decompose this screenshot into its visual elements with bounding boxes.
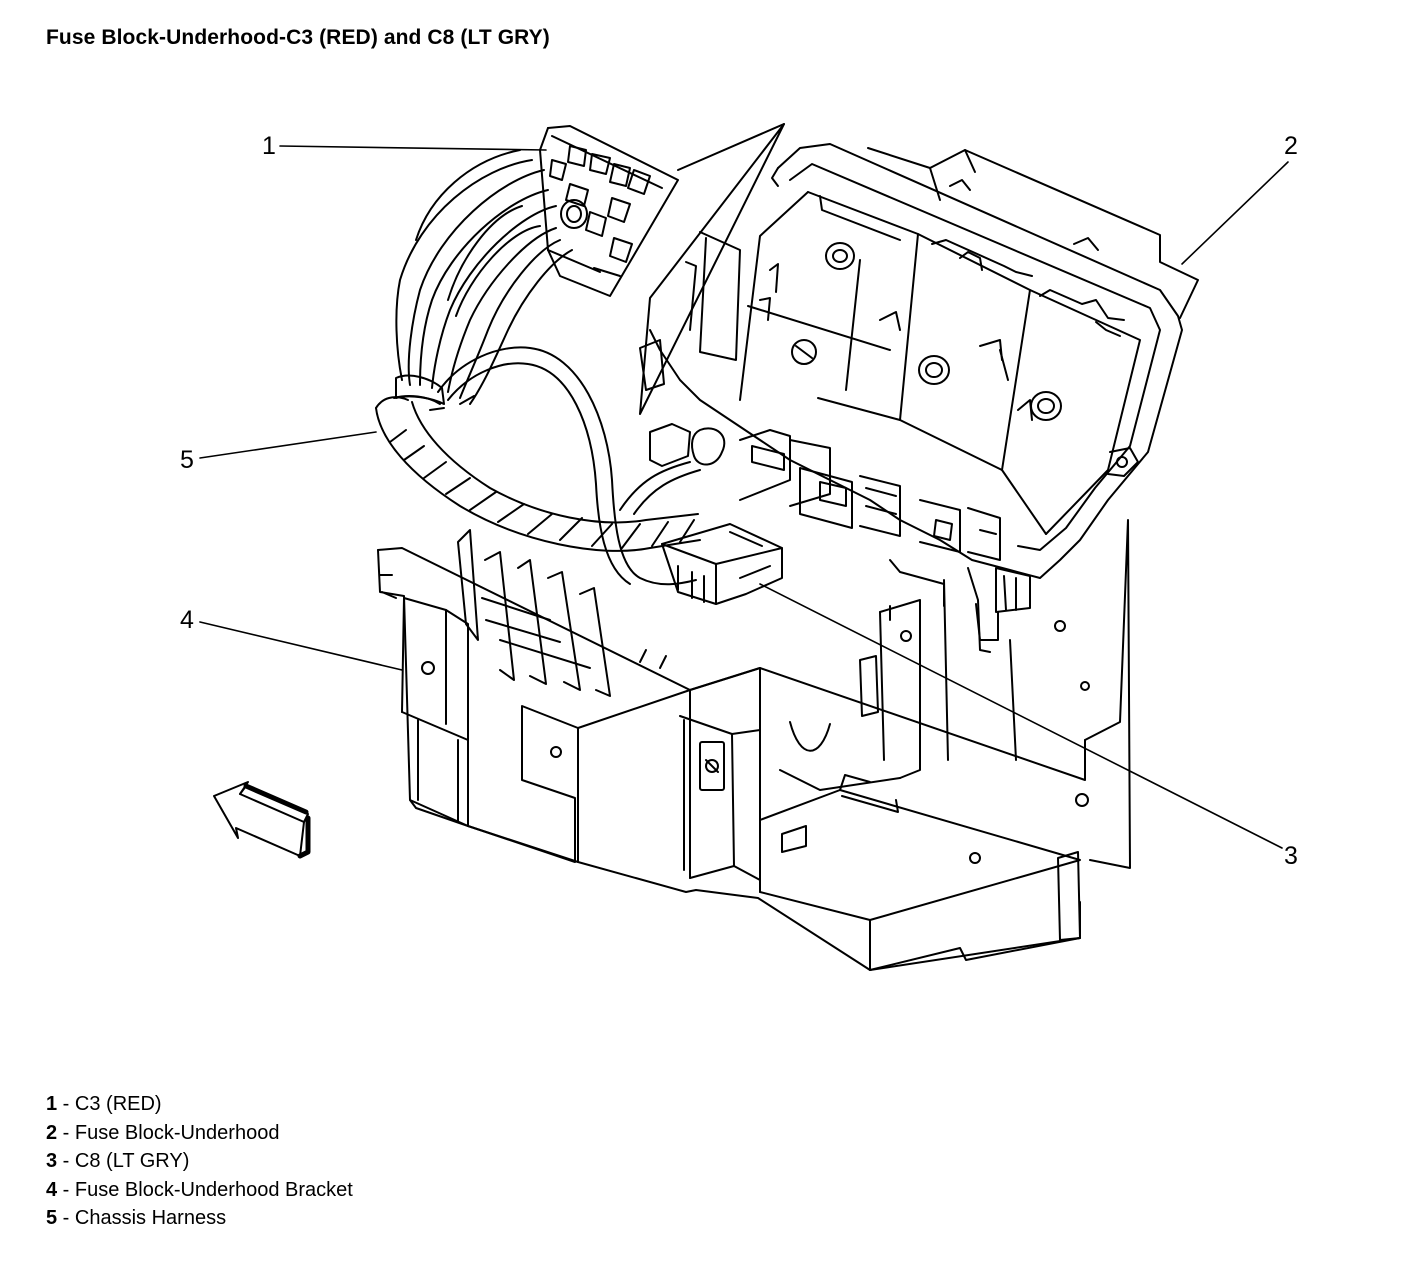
legend-text: Fuse Block-Underhood: [74, 1121, 280, 1144]
legend-text: C8 (LT GRY): [74, 1150, 190, 1173]
legend-item: 1 - C3 (RED): [46, 1090, 353, 1119]
callout-5: 5: [180, 446, 194, 474]
forward-arrow-icon: [213, 781, 311, 859]
legend-number: 5: [46, 1207, 58, 1230]
legend-item: 3 - C8 (LT GRY): [46, 1147, 353, 1176]
diagram-title: Fuse Block-Underhood-C3 (RED) and C8 (LT…: [46, 26, 550, 49]
legend-separator: -: [57, 1207, 75, 1230]
legend-separator: -: [57, 1150, 75, 1173]
callout-1: 1: [262, 132, 276, 160]
legend-separator: -: [57, 1121, 75, 1144]
legend-item: 4 - Fuse Block-Underhood Bracket: [46, 1176, 353, 1205]
parts-legend: 1 - C3 (RED) 2 - Fuse Block-Underhood 3 …: [46, 1090, 353, 1233]
legend-separator: -: [57, 1178, 75, 1201]
backing-panel-drawing: [639, 123, 785, 415]
legend-separator: -: [57, 1093, 75, 1115]
legend-number: 2: [46, 1121, 58, 1144]
callout-4: 4: [180, 606, 194, 634]
legend-number: 3: [46, 1150, 58, 1173]
bracket-drawing: [377, 519, 1131, 971]
legend-item: 5 - Chassis Harness: [46, 1204, 353, 1233]
callout-2: 2: [1284, 132, 1298, 160]
callout-leaders: [199, 145, 1289, 849]
c8-connector-drawing: [661, 523, 783, 605]
legend-text: Chassis Harness: [74, 1207, 227, 1230]
legend-number: 1: [46, 1093, 58, 1115]
fuse-block-drawing: [639, 143, 1199, 653]
legend-text: C3 (RED): [74, 1093, 162, 1115]
legend-number: 4: [46, 1178, 58, 1201]
chassis-harness-drawing: [375, 149, 701, 586]
callout-3: 3: [1284, 842, 1298, 870]
legend-text: Fuse Block-Underhood Bracket: [74, 1178, 353, 1201]
c3-connector-drawing: [539, 125, 679, 297]
legend-item: 2 - Fuse Block-Underhood: [46, 1119, 353, 1148]
